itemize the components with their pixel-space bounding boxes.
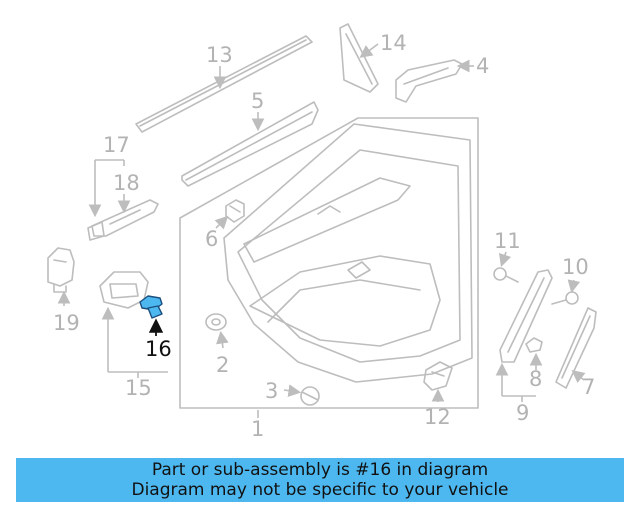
callout-4: 4 <box>476 54 489 78</box>
part-11-screw <box>493 251 519 283</box>
part-2-grommet <box>205 313 229 349</box>
callout-14: 14 <box>380 31 407 55</box>
part-15-housing <box>99 271 168 378</box>
callout-7: 7 <box>582 375 595 399</box>
part-16-fastener-highlighted <box>139 295 164 336</box>
part-8-clip <box>525 337 543 370</box>
callout-6: 6 <box>205 227 218 251</box>
part-12-bracket <box>423 361 453 402</box>
part-6-clip <box>214 199 245 230</box>
part-17-18-switch-assembly <box>87 159 159 241</box>
part-4-inner-handle <box>395 59 474 103</box>
part-3-clip <box>283 384 320 406</box>
banner-line-1: Part or sub-assembly is #16 in diagram <box>151 460 489 480</box>
part-7-trim-cover <box>555 307 597 389</box>
callout-19: 19 <box>53 311 80 335</box>
callout-5: 5 <box>251 89 264 113</box>
callout-18: 18 <box>113 171 140 195</box>
parts-diagram: 13 5 14 4 1 6 <box>47 23 597 441</box>
callout-16: 16 <box>145 337 172 361</box>
callout-9: 9 <box>516 401 529 425</box>
callout-10: 10 <box>562 255 589 279</box>
callout-3: 3 <box>265 379 278 403</box>
part-1-door-trim-panel <box>179 117 479 418</box>
callout-11: 11 <box>494 229 521 253</box>
part-19-switch <box>47 247 75 306</box>
part-5-trim-strip <box>181 101 319 187</box>
callout-2: 2 <box>216 353 229 377</box>
callout-12: 12 <box>424 405 451 429</box>
part-10-screw <box>551 279 581 305</box>
banner-line-2: Diagram may not be specific to your vehi… <box>131 480 509 500</box>
part-13-belt-molding <box>135 35 313 133</box>
part-9-pull-handle <box>495 269 553 402</box>
callout-1: 1 <box>251 417 264 441</box>
info-banner: Part or sub-assembly is #16 in diagram D… <box>16 458 624 502</box>
callout-15: 15 <box>125 376 152 400</box>
callout-8: 8 <box>529 367 542 391</box>
callout-17: 17 <box>103 133 130 157</box>
part-14-corner-trim <box>339 23 379 93</box>
callout-13: 13 <box>206 43 233 67</box>
